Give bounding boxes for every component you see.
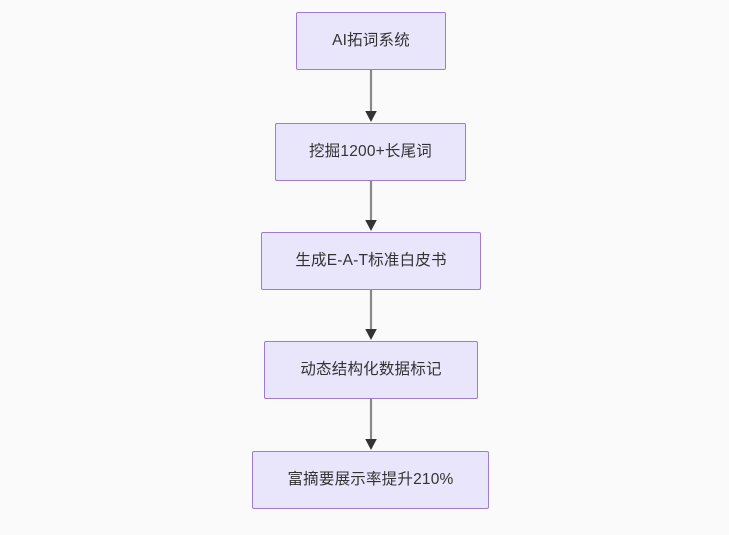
flow-node-ai-keyword-system[interactable]: AI拓词系统 <box>296 12 446 70</box>
flow-node-label: 挖掘1200+长尾词 <box>308 143 433 161</box>
flow-node-label: 生成E-A-T标准白皮书 <box>295 252 447 270</box>
flow-edge-n1-n2 <box>361 181 381 232</box>
flow-node-label: AI拓词系统 <box>332 32 410 50</box>
flow-node-label: 富摘要展示率提升210% <box>287 471 454 489</box>
flow-node-dynamic-structured-data-markup[interactable]: 动态结构化数据标记 <box>264 341 478 399</box>
flow-edge-n2-n3 <box>361 290 381 341</box>
flow-edge-n3-n4 <box>361 399 381 451</box>
flow-node-mine-longtail-keywords[interactable]: 挖掘1200+长尾词 <box>275 123 466 181</box>
flow-edge-n0-n1 <box>361 70 381 123</box>
flow-node-generate-eat-whitepaper[interactable]: 生成E-A-T标准白皮书 <box>261 232 481 290</box>
flow-node-label: 动态结构化数据标记 <box>300 361 442 379</box>
flow-node-rich-snippet-impression-lift[interactable]: 富摘要展示率提升210% <box>252 451 489 509</box>
